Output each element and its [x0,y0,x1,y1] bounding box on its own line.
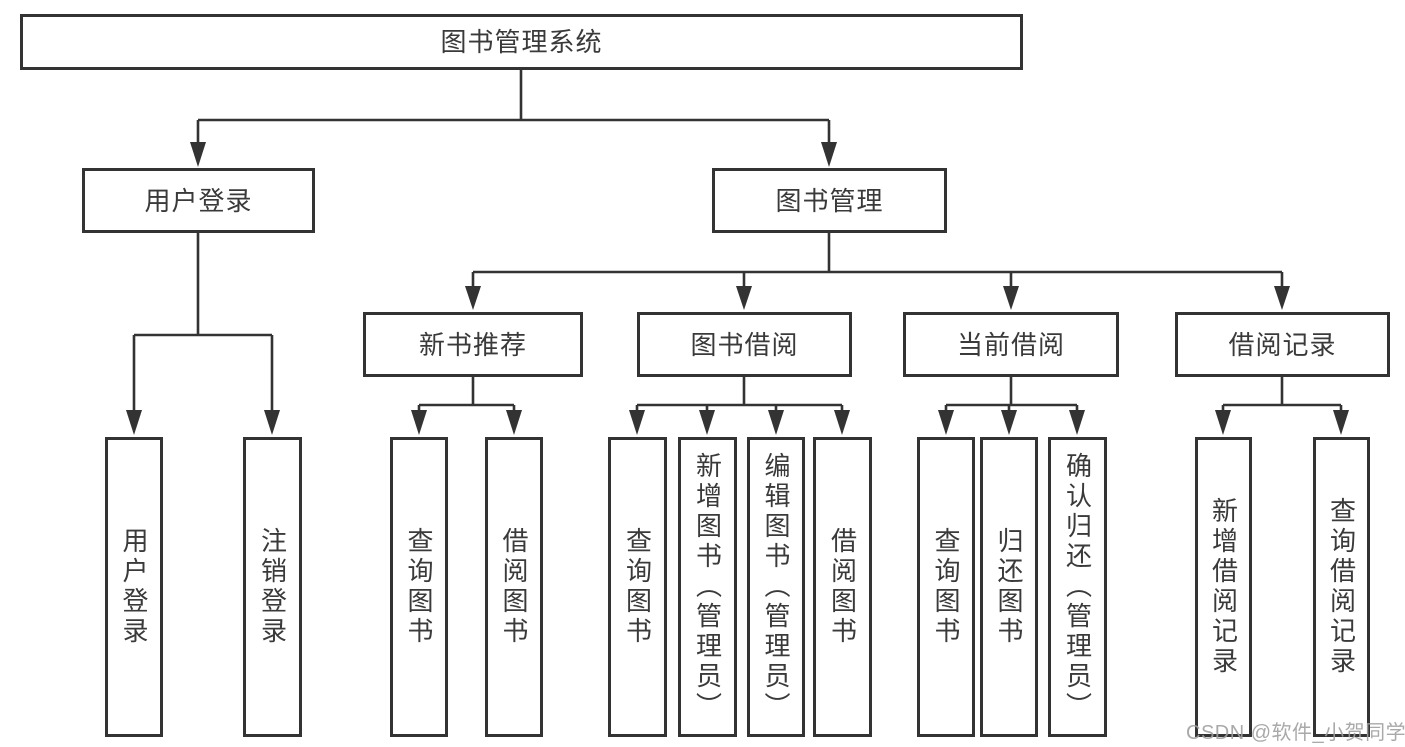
leaf-add-borrow-record: 新增借阅记录 [1195,437,1252,737]
node-borrow-records: 借阅记录 [1175,312,1390,377]
node-root-label: 图书管理系统 [440,27,603,57]
leaf-logout: 注销登录 [243,437,302,737]
csdn-watermark: CSDN @软件_小贺同学 [1186,722,1405,744]
connector-book-management-split [465,233,1290,310]
node-book-borrowing: 图书借阅 [637,312,852,377]
leaf-borrow-books-2-label: 借阅图书 [827,527,858,647]
connector-borrow-records-split [1215,377,1349,435]
node-user-login: 用户登录 [82,168,315,233]
node-book-borrowing-label: 图书借阅 [690,329,799,360]
leaf-user-login: 用户登录 [105,437,163,737]
leaf-edit-book-admin-label: 编辑图书（管理员） [761,452,791,722]
leaf-query-books-1: 查询图书 [390,437,448,737]
leaf-add-borrow-record-label: 新增借阅记录 [1208,497,1239,677]
node-borrow-records-label: 借阅记录 [1228,329,1337,360]
leaf-query-books-1-label: 查询图书 [404,527,434,647]
leaf-query-books-3-label: 查询图书 [931,527,961,647]
connector-book-borrowing-split [629,377,850,435]
leaf-borrow-books-2: 借阅图书 [813,437,872,737]
leaf-edit-book-admin: 编辑图书（管理员） [747,437,805,737]
leaf-user-login-label: 用户登录 [119,527,149,647]
leaf-return-books: 归还图书 [980,437,1038,737]
node-new-book-recommend: 新书推荐 [363,312,583,377]
leaf-confirm-return-admin-label: 确认归还（管理员） [1062,452,1093,722]
leaf-query-books-3: 查询图书 [917,437,975,737]
node-root: 图书管理系统 [20,14,1023,70]
node-current-borrowing: 当前借阅 [903,312,1119,377]
node-user-login-label: 用户登录 [144,185,253,216]
leaf-add-book-admin: 新增图书（管理员） [678,437,737,737]
leaf-query-borrow-record-label: 查询借阅记录 [1326,497,1357,677]
node-new-book-recommend-label: 新书推荐 [418,329,527,360]
leaf-query-books-2-label: 查询图书 [622,527,653,647]
leaf-add-book-admin-label: 新增图书（管理员） [692,452,723,722]
leaf-borrow-books-1-label: 借阅图书 [499,527,529,647]
connector-user-login-split [126,233,280,435]
leaf-query-borrow-record: 查询借阅记录 [1313,437,1370,737]
leaf-confirm-return-admin: 确认归还（管理员） [1048,437,1107,737]
node-book-management-label: 图书管理 [775,185,884,216]
leaf-return-books-label: 归还图书 [994,527,1024,647]
leaf-logout-label: 注销登录 [257,527,288,647]
leaf-borrow-books-1: 借阅图书 [485,437,543,737]
node-book-management: 图书管理 [712,168,947,233]
connector-current-borrowing-split [938,377,1085,435]
connector-root-split [190,70,837,167]
node-current-borrowing-label: 当前借阅 [956,329,1065,360]
leaf-query-books-2: 查询图书 [608,437,667,737]
connector-new-book-recommend-split [411,377,522,435]
